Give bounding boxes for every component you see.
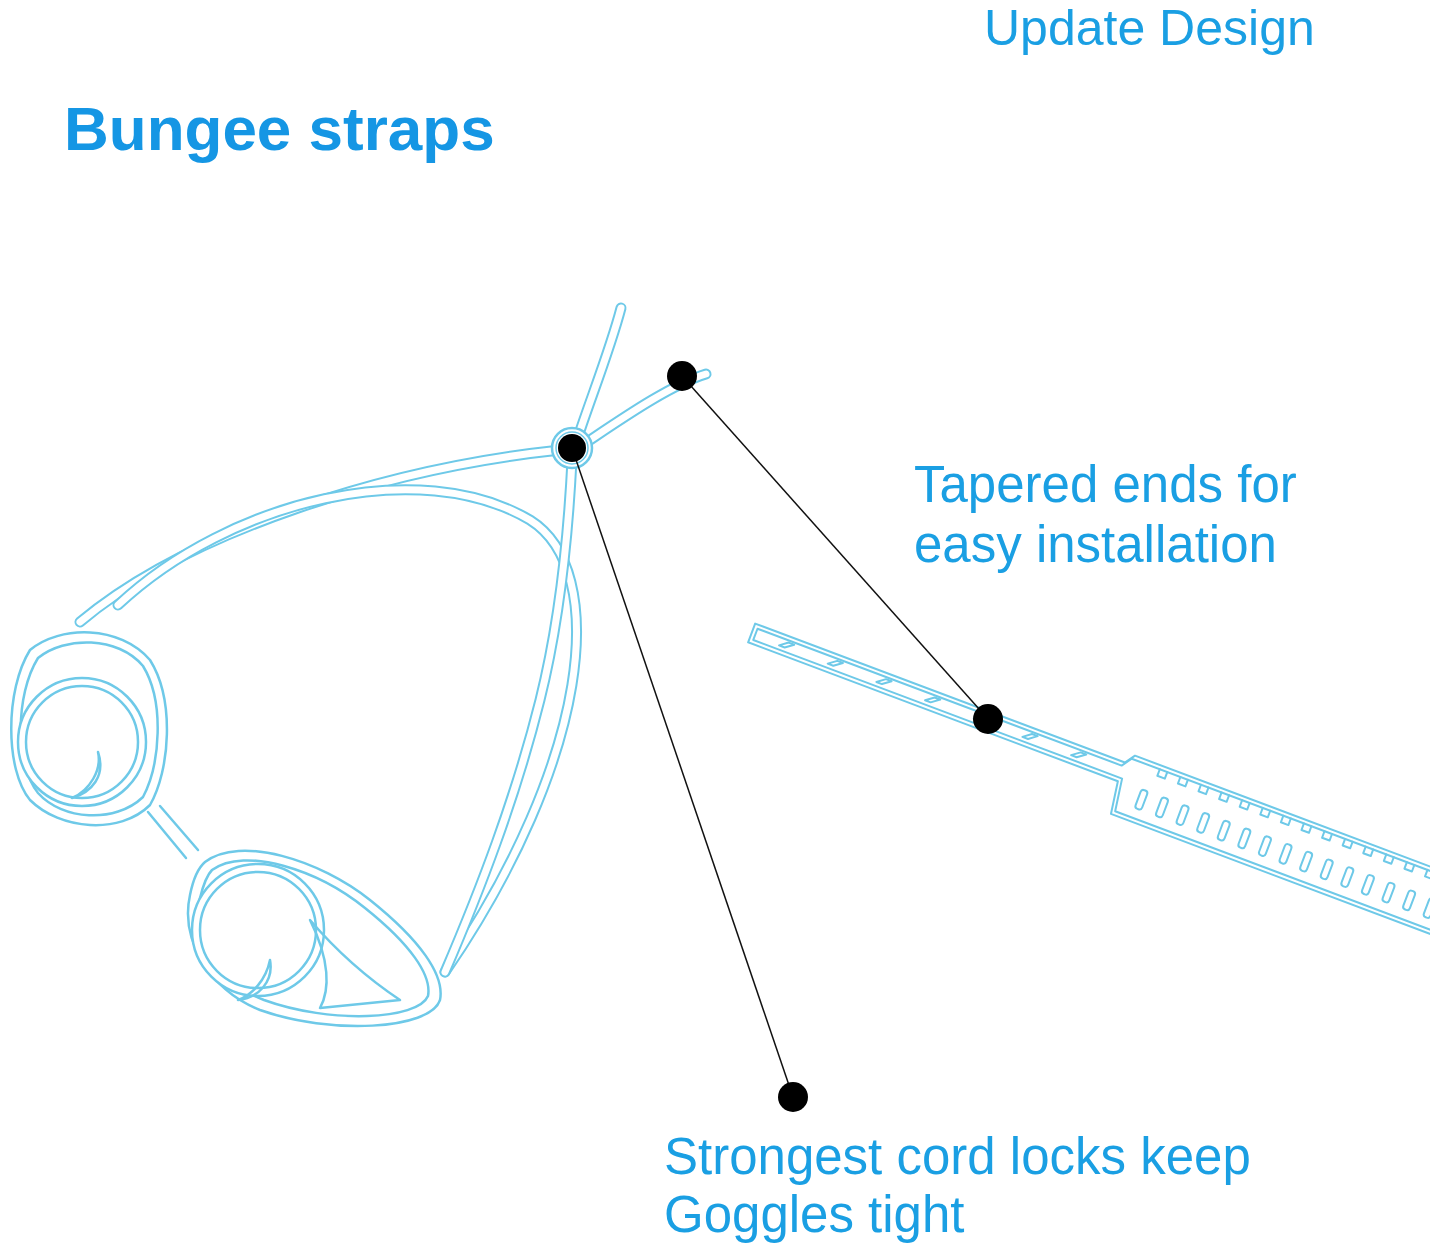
strap-mark <box>779 640 794 651</box>
callout-label: Tapered ends for easy installation <box>914 455 1394 575</box>
strap-slot <box>1382 882 1396 903</box>
strap-notch <box>1363 847 1373 856</box>
strap-notch <box>1178 777 1188 786</box>
strap-notch <box>1384 854 1394 863</box>
strap-notch <box>1260 808 1270 817</box>
strap-notch <box>1425 870 1430 879</box>
head-straps <box>80 308 706 972</box>
strap-slot <box>1238 828 1252 849</box>
strap-slot <box>1135 789 1149 810</box>
strap-notch <box>1240 800 1250 809</box>
strap-notch <box>1404 862 1414 871</box>
strap-slot <box>1258 836 1272 857</box>
strap-slot <box>1279 843 1293 864</box>
goggle-cups <box>11 632 440 1026</box>
strap-slot <box>1217 820 1231 841</box>
strap-mark <box>1022 731 1037 742</box>
strap-mark <box>876 676 891 687</box>
loose-strap <box>737 614 1430 943</box>
strap-mark <box>828 658 843 669</box>
strap-slot <box>1196 812 1210 833</box>
strap-notch <box>1322 831 1332 840</box>
callout-label: Strongest cord locks keep Goggles tight <box>664 1128 1354 1244</box>
strap-notch <box>1343 839 1353 848</box>
strap-slot <box>1361 874 1375 895</box>
strap-mark <box>925 695 940 706</box>
strap-slot <box>1402 890 1416 911</box>
strap-slot <box>1155 797 1169 818</box>
strap-notch <box>1219 792 1229 801</box>
strap-slot <box>1176 805 1190 826</box>
strap-notch <box>1301 823 1311 832</box>
strap-slot <box>1341 867 1355 888</box>
strap-notch <box>1281 816 1291 825</box>
strap-slot <box>1299 851 1313 872</box>
strap-notch <box>1199 785 1209 794</box>
strap-notch <box>1157 769 1167 778</box>
strap-mark <box>1071 750 1086 761</box>
strap-slot <box>1423 898 1430 919</box>
title: Bungee straps <box>64 92 495 166</box>
strap-slot <box>1320 859 1334 880</box>
design-label: Update Design <box>984 0 1315 57</box>
